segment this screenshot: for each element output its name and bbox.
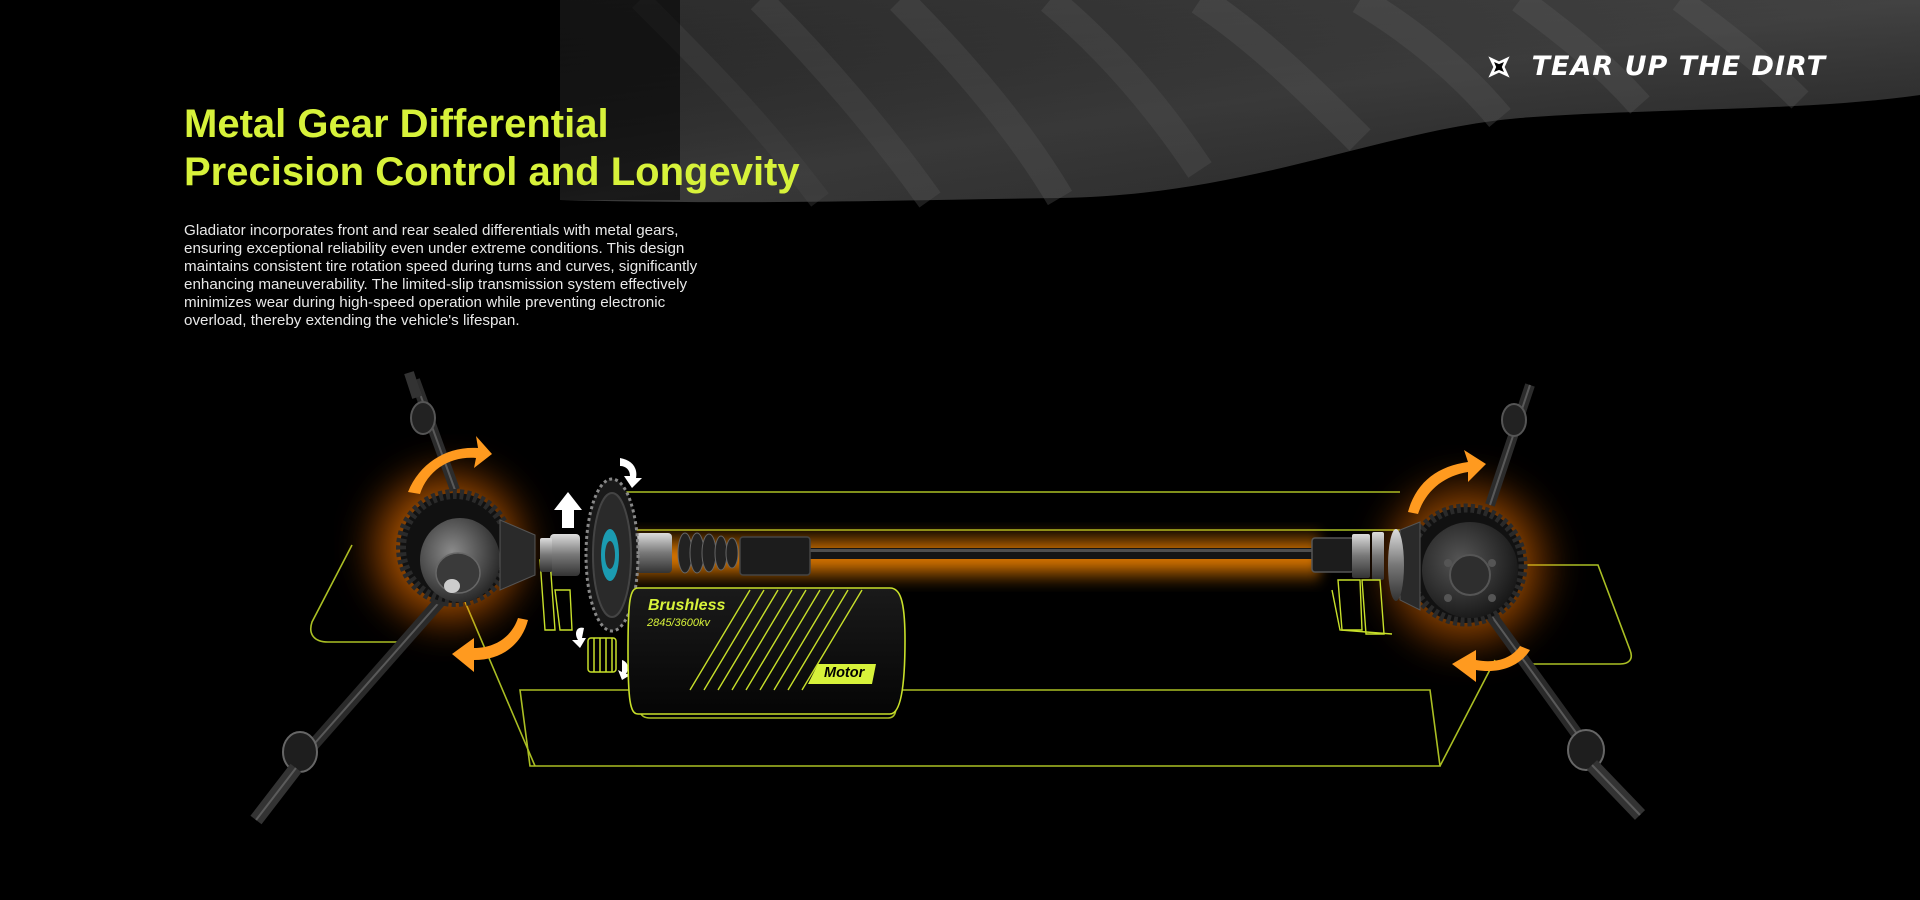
sand-dune-background bbox=[560, 0, 1920, 208]
arrow-top-left-icon bbox=[408, 436, 492, 494]
motor-tag: Motor bbox=[824, 665, 865, 681]
motor-tag-background bbox=[808, 664, 876, 684]
drive-shaft bbox=[739, 532, 1384, 580]
right-axle bbox=[1475, 383, 1646, 820]
left-axle bbox=[250, 371, 460, 825]
arrow-up-icon bbox=[554, 492, 582, 528]
feature-description: Gladiator incorporates front and rear se… bbox=[184, 222, 698, 329]
brand-tagline: TEAR UP THE DIRT bbox=[1531, 51, 1826, 82]
brushless-motor bbox=[627, 587, 906, 715]
spur-gear bbox=[584, 477, 640, 633]
rotation-arrows bbox=[408, 436, 1530, 682]
arrow-bottom-right-icon bbox=[1452, 646, 1530, 682]
arrow-curve-top-icon bbox=[620, 458, 642, 488]
motor-pinion bbox=[587, 637, 617, 673]
arrow-bottom-left-icon bbox=[452, 618, 528, 672]
left-differential bbox=[396, 489, 552, 607]
motor-spec: 2845/3600kv bbox=[647, 617, 710, 629]
motor-label: Brushless bbox=[648, 597, 726, 614]
title-line-1: Metal Gear Differential bbox=[184, 102, 609, 146]
right-differential bbox=[1388, 503, 1528, 627]
page-title: Metal Gear Differential Precision Contro… bbox=[184, 100, 800, 196]
title-line-2: Precision Control and Longevity bbox=[184, 150, 800, 194]
arrow-top-right-icon bbox=[1408, 450, 1486, 514]
x-star-logo-icon bbox=[1488, 56, 1510, 78]
brand-header: TEAR UP THE DIRT bbox=[1482, 50, 1826, 84]
arrow-curve-left-icon bbox=[572, 627, 586, 648]
pinion-assembly bbox=[550, 532, 739, 576]
